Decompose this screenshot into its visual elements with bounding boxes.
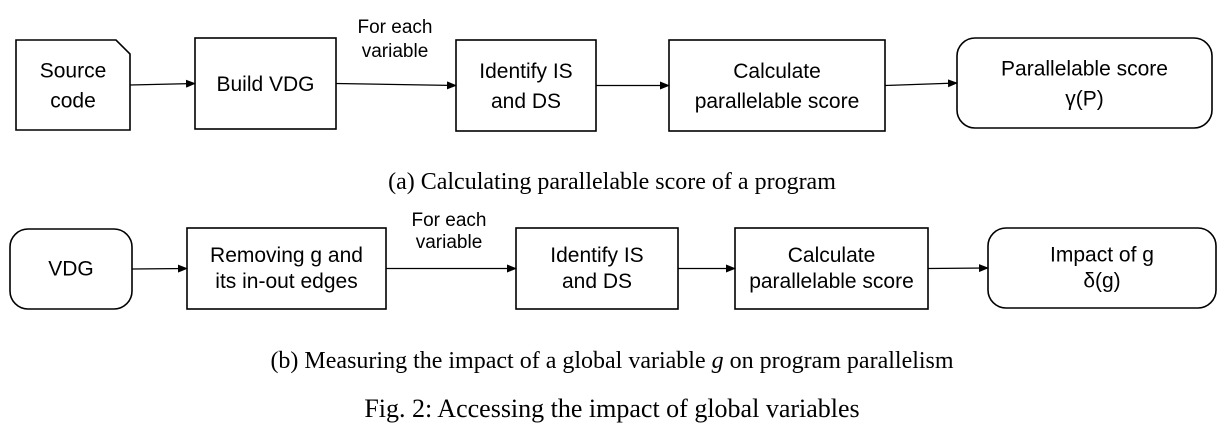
node-build-vdg: Build VDG — [194, 37, 337, 130]
node-label: Build VDG — [216, 73, 314, 96]
node-label: Source — [40, 59, 107, 82]
node-box — [668, 39, 886, 132]
node-box — [515, 227, 679, 310]
figure-caption: Fig. 2: Accessing the impact of global v… — [364, 394, 859, 423]
node-label: δ(g) — [1083, 270, 1120, 293]
node-label: Identify IS — [550, 244, 643, 267]
edge-arrow — [129, 79, 196, 88]
node-label: Calculate — [788, 244, 876, 267]
node-identify-is-ds-b: Identify IS and DS — [515, 227, 679, 310]
node-box — [956, 37, 1213, 129]
node-box — [987, 227, 1217, 309]
edge-label: variable — [416, 232, 483, 253]
node-label: VDG — [48, 258, 94, 281]
edge-label: For each — [412, 210, 487, 231]
node-label: Removing g and — [210, 244, 363, 267]
node-box — [194, 37, 337, 130]
node-label: code — [50, 89, 96, 112]
node-box — [455, 39, 597, 132]
node-label: parallelable score — [695, 90, 860, 113]
edge-arrow — [131, 264, 188, 273]
node-impact-of-g: Impact of g δ(g) — [987, 227, 1217, 309]
node-label: Parallelable score — [1001, 57, 1168, 80]
node-box — [15, 39, 131, 131]
node-source-code: Source code — [15, 39, 131, 131]
edge-arrow — [927, 264, 989, 273]
node-label: parallelable score — [749, 270, 914, 293]
node-calculate-score: Calculate parallelable score — [668, 39, 886, 132]
node-label: Impact of g — [1050, 244, 1154, 267]
node-removing-g: Removing g and its in-out edges — [186, 227, 387, 310]
node-label: and DS — [562, 270, 632, 293]
node-label: its in-out edges — [215, 270, 357, 293]
node-box — [734, 227, 929, 310]
node-identify-is-ds: Identify IS and DS — [455, 39, 597, 132]
edge-arrow — [335, 81, 457, 90]
edge-label: For each — [358, 17, 433, 38]
node-label: and DS — [491, 90, 561, 113]
edge-label: variable — [362, 41, 429, 62]
node-label: Identify IS — [479, 60, 572, 83]
caption-a: (a) Calculating parallelable score of a … — [388, 169, 836, 195]
node-calculate-score-b: Calculate parallelable score — [734, 227, 929, 310]
edge-arrow — [884, 79, 958, 88]
caption-b: (b) Measuring the impact of a global var… — [270, 348, 953, 374]
node-parallelable-score: Parallelable score γ(P) — [956, 37, 1213, 129]
node-box — [186, 227, 387, 310]
node-vdg: VDG — [9, 228, 133, 310]
node-label: γ(P) — [1065, 87, 1104, 110]
node-label: Calculate — [733, 60, 821, 83]
